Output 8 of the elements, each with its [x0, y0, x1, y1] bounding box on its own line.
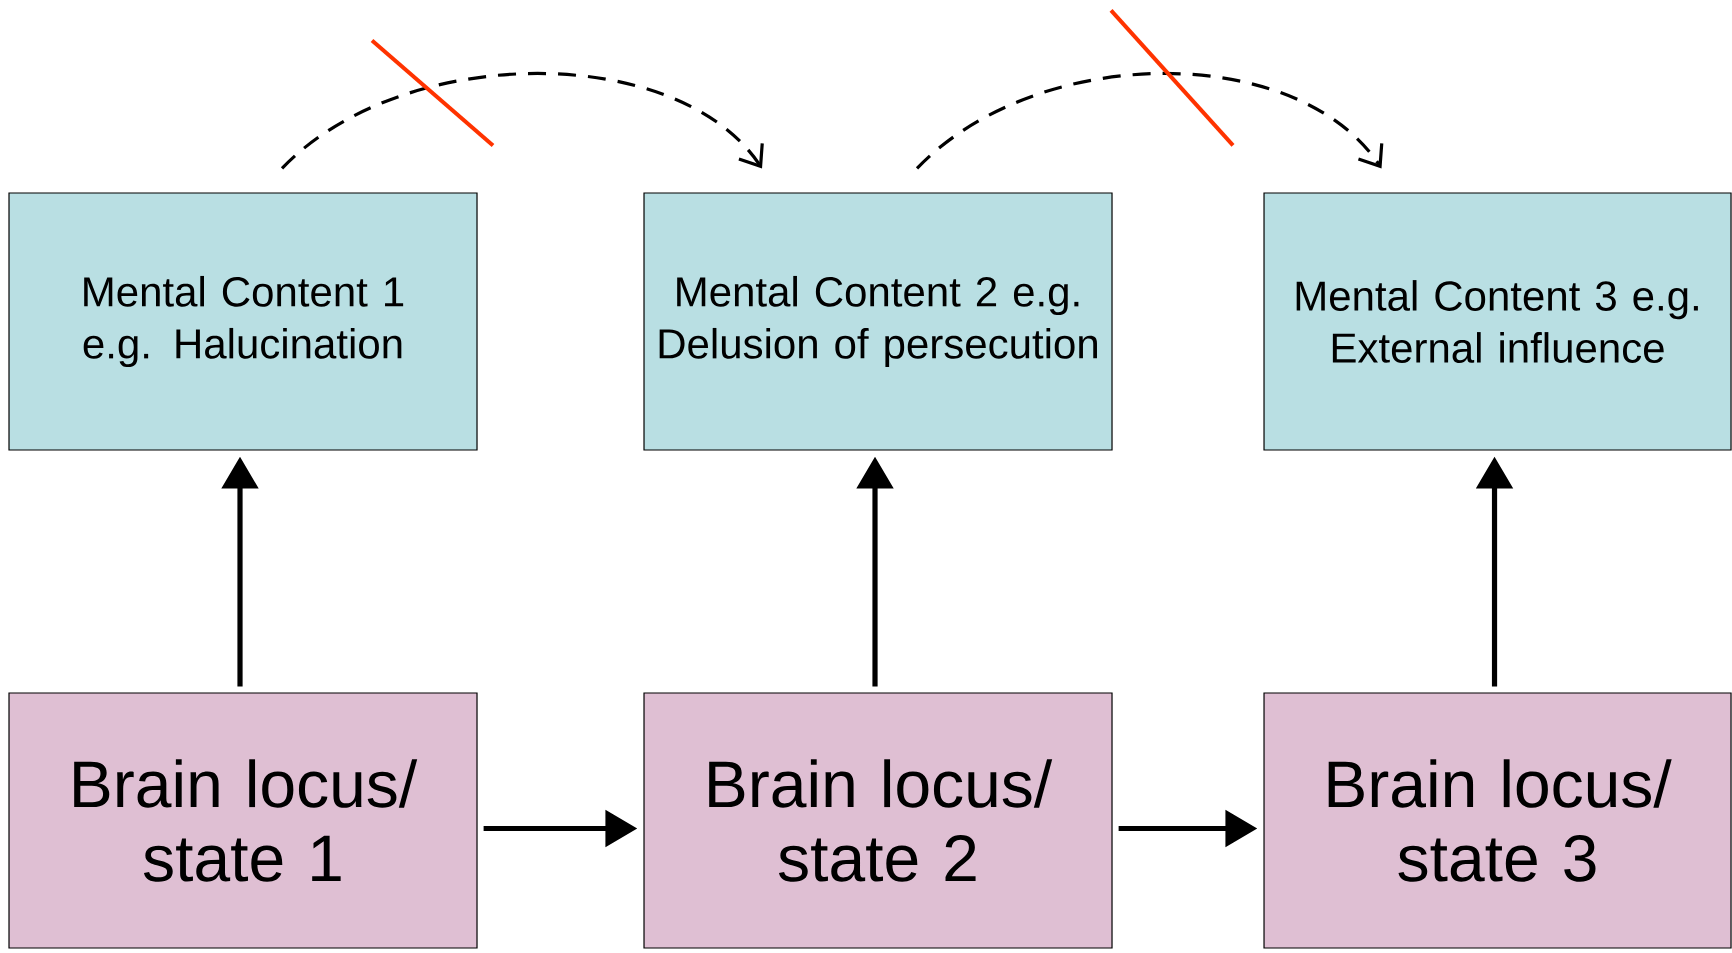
brain-state-box: Brain locus/ state 2	[643, 692, 1113, 949]
content-box: Mental Content 1 e.g. Halucination	[8, 192, 478, 451]
dashed-arrow	[280, 71, 764, 170]
content-box: Mental Content 2 e.g. Delusion of persecution	[643, 192, 1113, 451]
dashed-arrow	[915, 71, 1384, 170]
brain-state-box: Brain locus/ state 1	[8, 692, 478, 949]
brain-state-box: Brain locus/ state 3	[1263, 692, 1732, 949]
content-box: Mental Content 3 e.g. External influence	[1263, 192, 1732, 451]
